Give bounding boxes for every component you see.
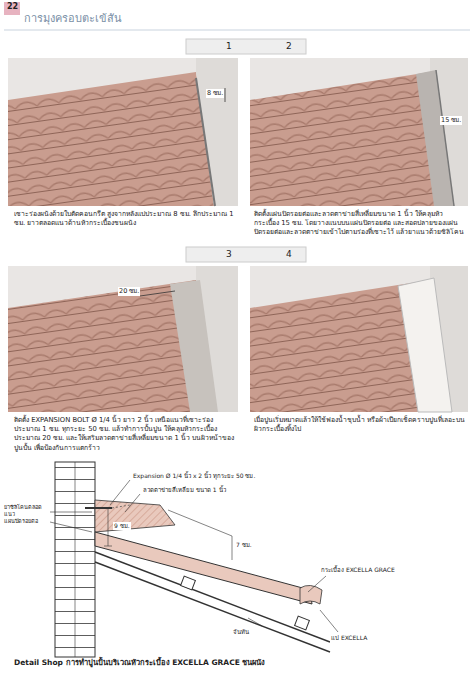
- detail-section: [50, 462, 338, 657]
- header-rule: [4, 30, 470, 31]
- photo-4: [250, 266, 468, 412]
- step-number: 4: [286, 248, 292, 260]
- step-bar: [186, 247, 306, 262]
- part-label: แป EXCELLA: [330, 634, 368, 642]
- page-heading: การมุงครอบตะเข้สัน: [24, 12, 122, 27]
- page-number-box: [4, 2, 20, 15]
- step-caption: ติดตั้งแผ่นปิดรอยต่อและลวดตาข่ายสี่เหลี่…: [254, 210, 466, 238]
- dimension: 20 ซม.: [118, 287, 140, 296]
- dimension: 7 ซม.: [235, 541, 253, 549]
- photo-1: [8, 58, 238, 206]
- photo-2: [250, 58, 468, 206]
- figure-caption: Detail Shop การทำปูนปั้นบริเวณหัวกระเบื้…: [14, 658, 265, 668]
- step-bar: [186, 39, 306, 54]
- part-label: จันทัน: [232, 628, 250, 636]
- part-label: Expansion Ø 1/4 นิ้ว x 2 นิ้ว ทุกระยะ 50…: [132, 472, 256, 480]
- page-number: 22: [7, 2, 18, 13]
- photo-3: [8, 266, 238, 412]
- part-label: กระเบื้อง EXCELLA GRACE: [320, 566, 396, 574]
- step-caption: ติดตั้ง EXPANSION BOLT Ø 1/4 นิ้ว ยาว 2 …: [14, 416, 236, 453]
- part-label: ลวดตาข่ายสี่เหลี่ยม ขนาด 1 นิ้ว: [142, 486, 227, 494]
- dimension: 8 ซม.: [206, 89, 224, 98]
- step-caption: เซาะร่องผนังด้วยใบตัดคอนกรีต สูงจากหลังแ…: [14, 210, 236, 228]
- dimension: 9 ซม.: [113, 522, 131, 530]
- step-caption: เมื่อปูนเริ่มหมาดแล้วให้ใช้ฟองน้ำชุบน้ำ …: [254, 416, 466, 434]
- dimension: 15 ซม.: [440, 116, 462, 125]
- step-number: 1: [226, 40, 232, 52]
- part-label: แผ่นปิดรอยต่อ: [4, 518, 52, 525]
- step-number: 2: [286, 40, 292, 52]
- step-number: 3: [226, 248, 232, 260]
- part-label: ยาซิลิโคนตลอดแนว: [4, 504, 52, 519]
